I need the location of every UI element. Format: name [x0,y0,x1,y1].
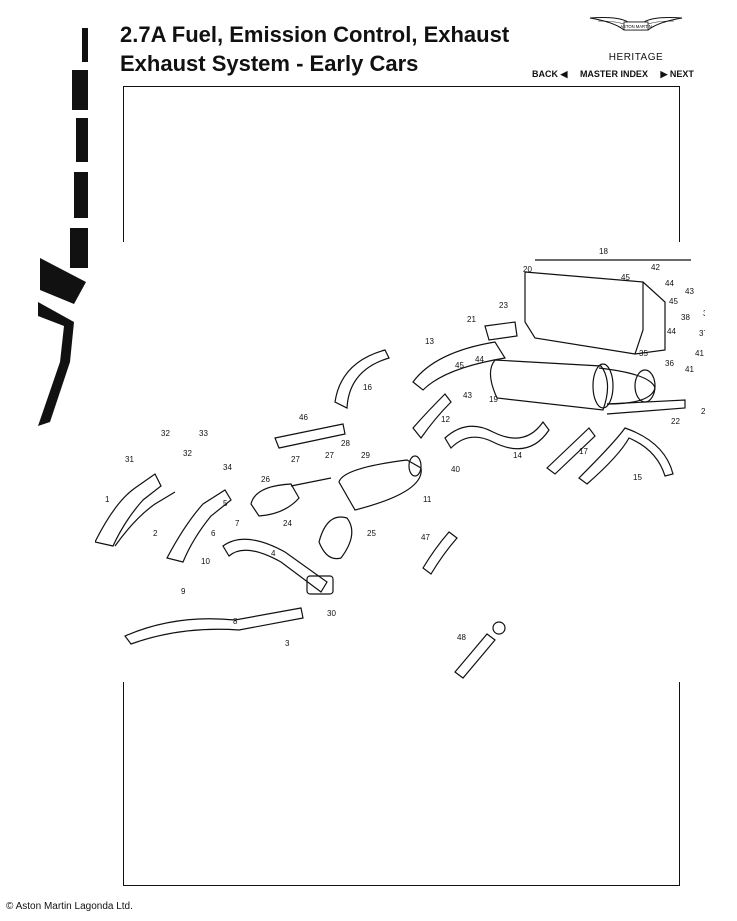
callout-35: 35 [639,349,648,358]
callout-45a: 45 [621,273,630,282]
virage-logo [30,22,92,432]
master-index-link[interactable]: MASTER INDEX [579,69,648,79]
callout-15: 15 [633,473,642,482]
exhaust-exploded-view: 18 20 42 45 44 43 23 45 21 38 39 44 37 1… [94,247,712,679]
callout-4: 4 [271,549,276,558]
callout-8: 8 [233,617,238,626]
callout-45b: 45 [669,297,678,306]
callout-28: 28 [341,439,350,448]
callout-29: 29 [361,451,370,460]
heritage-label: HERITAGE [608,52,664,63]
page-title-line-2: Exhaust System - Early Cars [120,51,419,76]
callout-25: 25 [367,529,376,538]
callout-13: 13 [425,337,434,346]
callout-10: 10 [201,557,210,566]
copyright-footer: © Aston Martin Lagonda Ltd. [6,901,133,912]
callout-44b: 44 [667,327,676,336]
callout-17: 17 [579,447,588,456]
callout-21: 21 [467,315,476,324]
callout-14: 14 [513,451,522,460]
callout-37: 37 [699,329,705,338]
callout-44a: 44 [665,279,674,288]
callout-32a: 32 [161,429,170,438]
callout-36: 36 [665,359,674,368]
callout-48: 48 [457,633,466,642]
callout-23b: 23 [701,407,705,416]
next-link[interactable]: ▶ NEXT [660,69,694,79]
callout-40: 40 [451,465,460,474]
callout-23a: 23 [499,301,508,310]
callout-41a: 41 [695,349,704,358]
callout-45c: 45 [455,361,464,370]
page-title-line-1: 2.7A Fuel, Emission Control, Exhaust [120,22,510,47]
callout-22: 22 [671,417,680,426]
callout-27a: 27 [325,451,334,460]
callout-16: 16 [363,383,372,392]
callout-1: 1 [105,495,110,504]
callout-7: 7 [235,519,240,528]
aston-martin-brand: ASTON MARTIN HERITAGE [586,12,686,63]
callout-34: 34 [223,463,232,472]
callout-24: 24 [283,519,292,528]
callout-11: 11 [423,495,432,504]
callout-19: 19 [489,395,498,404]
callout-42: 42 [651,263,660,272]
back-link[interactable]: BACK ◀ [532,69,568,79]
callout-47: 47 [421,533,430,542]
callout-39: 39 [703,309,705,318]
aston-martin-wings-logo: ASTON MARTIN [589,17,683,31]
callout-31: 31 [125,455,134,464]
callout-33: 33 [199,429,208,438]
badge-text: ASTON MARTIN [620,24,652,29]
exhaust-system-diagram: 18 20 42 45 44 43 23 45 21 38 39 44 37 1… [94,242,712,682]
callout-41b: 41 [685,365,694,374]
callout-3: 3 [285,639,290,648]
callout-20: 20 [523,265,532,274]
callout-26: 26 [261,475,270,484]
callout-27b: 27 [291,455,300,464]
callout-32b: 32 [183,449,192,458]
callout-44c: 44 [475,355,484,364]
callout-18: 18 [599,247,608,256]
callout-12: 12 [441,415,450,424]
callout-9: 9 [181,587,186,596]
callout-38: 38 [681,313,690,322]
callout-43a: 43 [685,287,694,296]
callout-2: 2 [153,529,158,538]
callout-43b: 43 [463,391,472,400]
navigation-bar: BACK ◀ MASTER INDEX ▶ NEXT [532,69,694,80]
callout-30: 30 [327,609,336,618]
callout-6: 6 [211,529,216,538]
callout-46: 46 [299,413,308,422]
callout-5: 5 [223,499,228,508]
